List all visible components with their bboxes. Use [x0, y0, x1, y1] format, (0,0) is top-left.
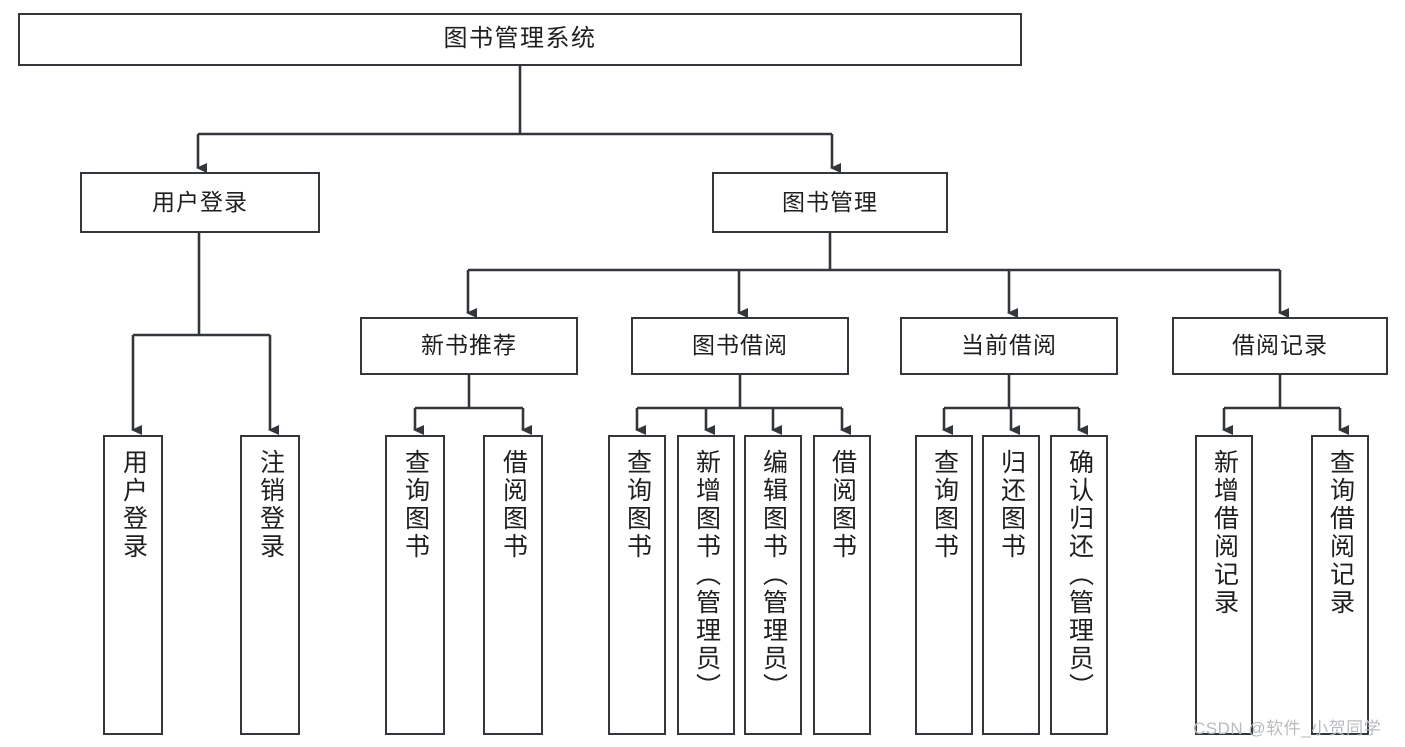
leaf-add-borrow-record[interactable]: 新增借阅记录	[1195, 435, 1253, 735]
leaf-edit-book-admin[interactable]: 编辑图书（管理员）	[744, 435, 802, 735]
leaf-logout-login[interactable]: 注销登录	[240, 435, 300, 735]
node-label: 查询图书	[401, 449, 430, 561]
csdn-watermark: CSDN @软件_小贺同学	[1193, 719, 1382, 738]
node-label: 当前借阅	[961, 332, 1057, 359]
node-label: 确认归还（管理员）	[1065, 449, 1094, 701]
node-book-management[interactable]: 图书管理	[712, 172, 948, 233]
leaf-user-login[interactable]: 用户登录	[103, 435, 163, 735]
node-label: 用户登录	[152, 188, 248, 215]
node-user-login[interactable]: 用户登录	[80, 172, 320, 233]
leaf-borrow-book-recommend[interactable]: 借阅图书	[483, 435, 543, 735]
node-label: 注销登录	[256, 449, 285, 561]
leaf-borrow-book[interactable]: 借阅图书	[813, 435, 871, 735]
node-label: 图书管理	[782, 188, 878, 215]
node-label: 借阅图书	[499, 449, 528, 561]
node-current-borrow[interactable]: 当前借阅	[900, 317, 1118, 375]
leaf-query-book-current[interactable]: 查询图书	[915, 435, 973, 735]
node-label: 新书推荐	[421, 332, 517, 359]
leaf-query-book-borrow[interactable]: 查询图书	[608, 435, 666, 735]
leaf-confirm-return-admin[interactable]: 确认归还（管理员）	[1050, 435, 1108, 735]
node-label: 图书管理系统	[443, 25, 597, 53]
node-label: 新增借阅记录	[1210, 449, 1239, 617]
node-label: 用户登录	[119, 449, 148, 561]
leaf-add-book-admin[interactable]: 新增图书（管理员）	[677, 435, 735, 735]
node-label: 图书借阅	[692, 332, 788, 359]
leaf-query-borrow-record[interactable]: 查询借阅记录	[1311, 435, 1369, 735]
node-label: 查询图书	[930, 449, 959, 561]
node-label: 借阅记录	[1232, 332, 1328, 359]
node-label: 借阅图书	[828, 449, 857, 561]
node-book-borrow[interactable]: 图书借阅	[631, 317, 849, 375]
node-label: 查询图书	[623, 449, 652, 561]
node-root-book-management-system[interactable]: 图书管理系统	[18, 13, 1022, 66]
node-label: 编辑图书（管理员）	[759, 449, 788, 701]
node-label: 归还图书	[997, 449, 1026, 561]
leaf-query-book-recommend[interactable]: 查询图书	[385, 435, 445, 735]
node-label: 查询借阅记录	[1326, 449, 1355, 617]
node-label: 新增图书（管理员）	[692, 449, 721, 701]
leaf-return-book[interactable]: 归还图书	[982, 435, 1040, 735]
node-borrow-record[interactable]: 借阅记录	[1172, 317, 1388, 375]
node-new-book-recommend[interactable]: 新书推荐	[360, 317, 578, 375]
